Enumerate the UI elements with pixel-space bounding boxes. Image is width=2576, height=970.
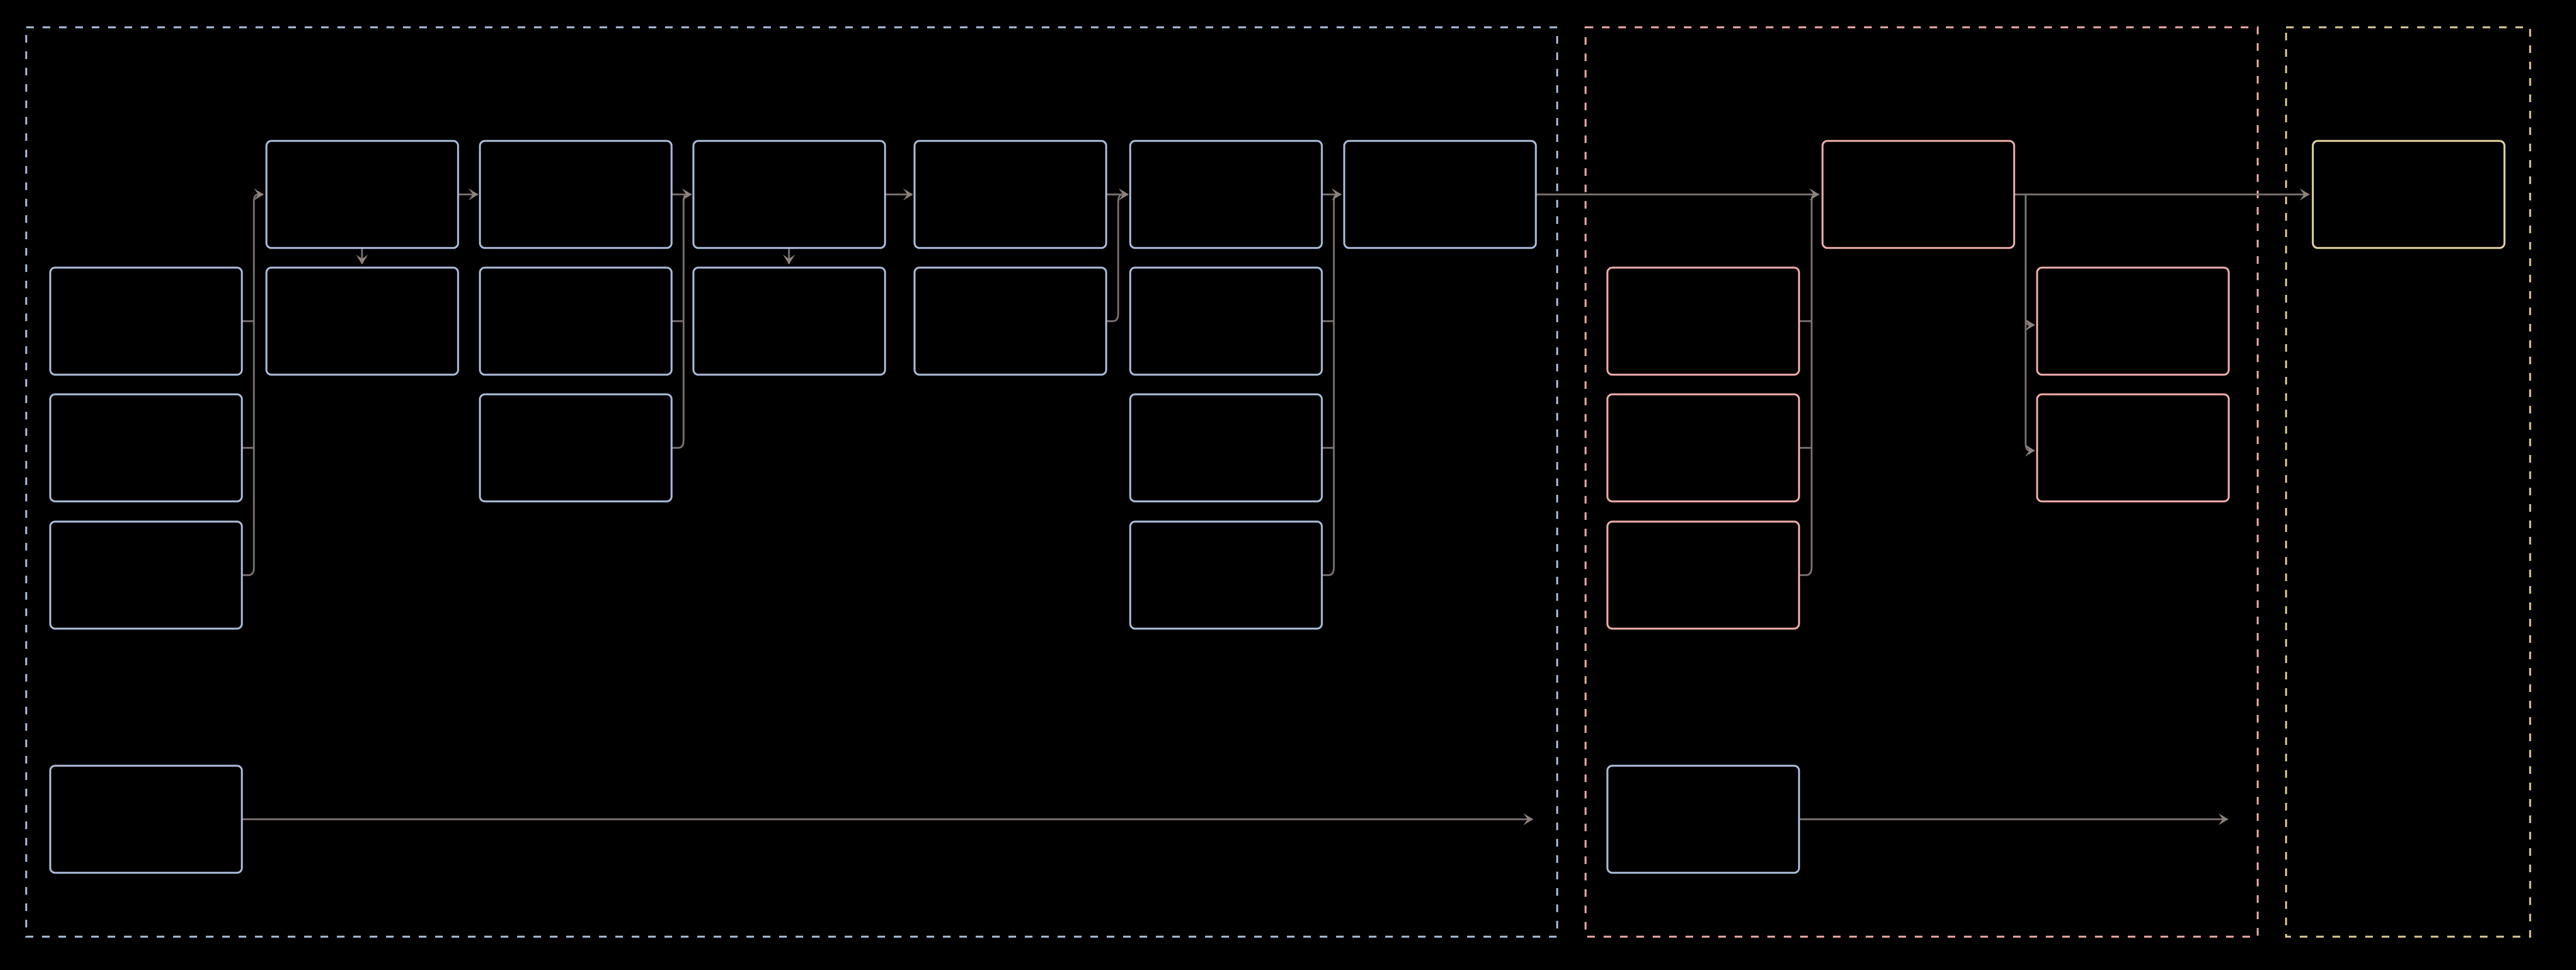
node-mid-left-box-3 [1606,521,1800,630]
node-chain5-sub-box-3 [1129,521,1323,630]
trunk-chain5-subs [1322,188,1342,576]
node-mid-bottom-box [1606,765,1800,874]
node-mid-right-box-2 [2036,393,2230,502]
node-left-bottom-box [49,765,243,874]
node-chain2-sub-box-2 [479,393,673,502]
node-chain1-sub-box [265,267,459,376]
trunk-mid-left [1799,188,1819,576]
node-mid-right-box-1 [2036,267,2230,376]
branch-mid-right-1 [2025,193,2035,331]
node-left-col-box-3 [49,521,243,630]
node-chain-box-1 [265,140,459,249]
node-chain5-sub-box-2 [1129,393,1323,502]
trunk-chain4-sub [1106,188,1129,322]
node-left-col-box-2 [49,393,243,502]
node-chain-box-3 [692,140,886,249]
middle-cluster-boundary [1584,26,2259,938]
node-chain2-sub-box-1 [479,267,673,376]
node-mid-left-box-2 [1606,393,1800,502]
left-cluster-boundary [25,26,1558,938]
trunk-left-col [242,188,264,576]
node-chain5-sub-box-1 [1129,267,1323,376]
node-mid-left-box-1 [1606,267,1800,376]
node-chain-box-4 [913,140,1107,249]
node-mid-top-box [1821,140,2015,249]
right-cluster-boundary [2285,26,2531,938]
node-chain-box-2 [479,140,673,249]
node-chain3-sub-box [692,267,886,376]
node-chain-box-6 [1343,140,1537,249]
node-right-top-box [2312,140,2506,249]
branch-mid-right-2 [2025,193,2035,457]
node-chain-box-5 [1129,140,1323,249]
node-chain4-sub-box [913,267,1107,376]
node-left-col-box-1 [49,267,243,376]
